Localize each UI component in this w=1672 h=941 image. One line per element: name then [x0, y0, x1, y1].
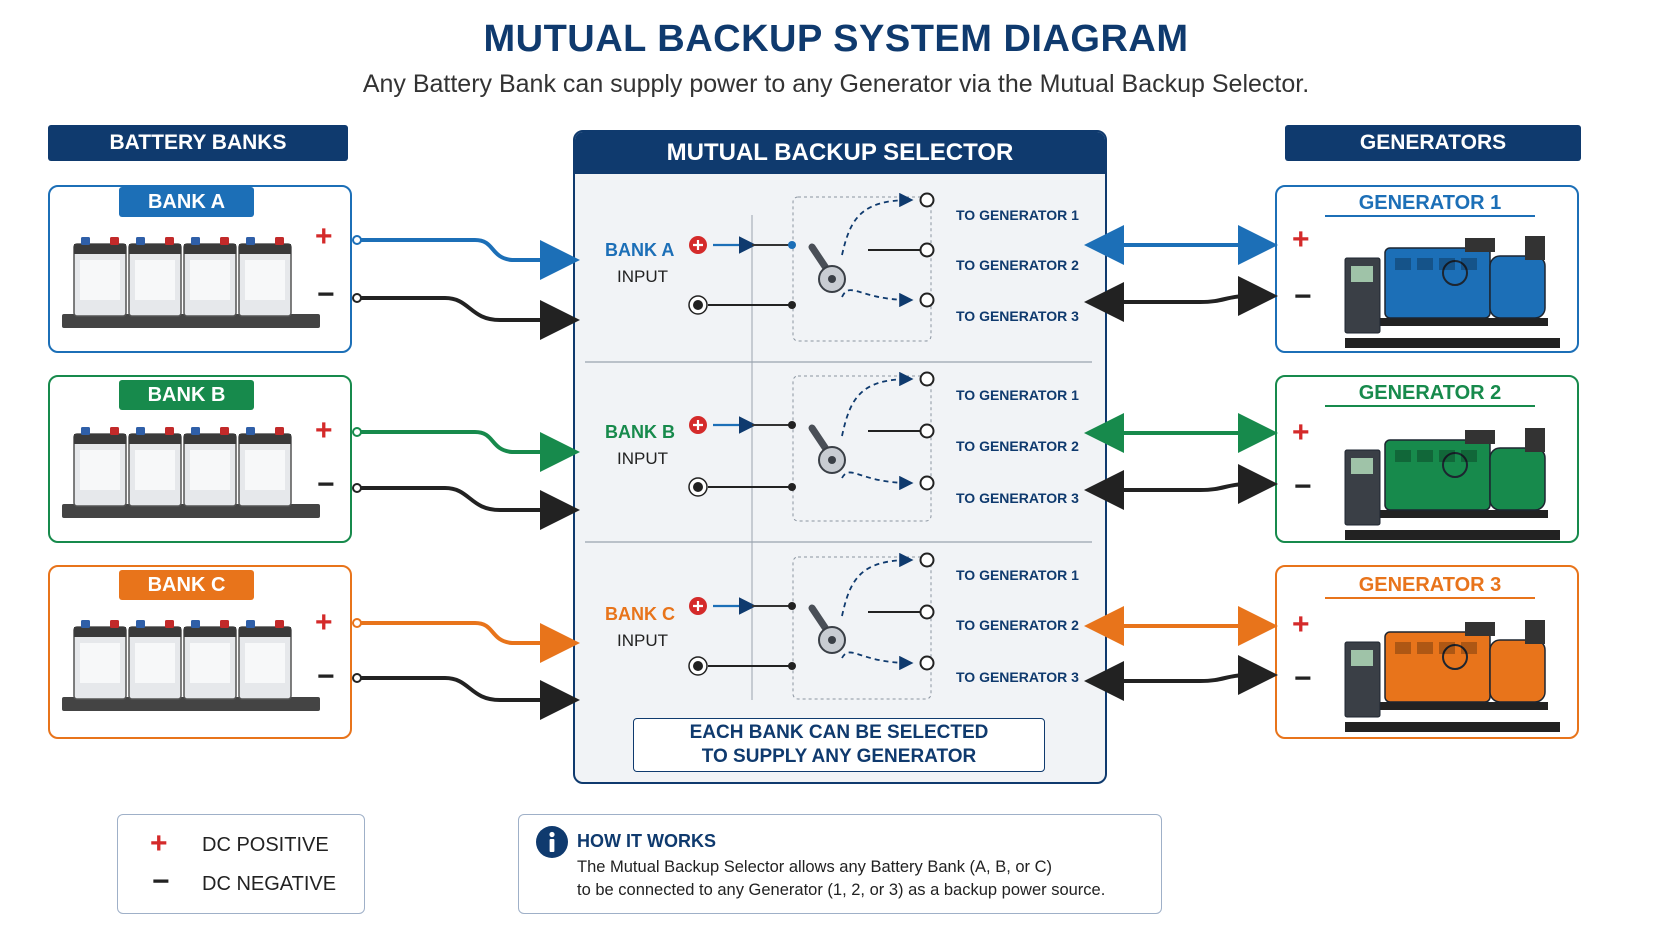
bank-c-negative-sign: − — [317, 660, 335, 693]
row-c-terminal-2 — [919, 604, 935, 620]
bank-a-positive-sign: + — [315, 220, 333, 253]
bank-b-battery-icon — [62, 427, 320, 518]
page-title: MUTUAL BACKUP SYSTEM DIAGRAM — [483, 18, 1189, 60]
row-b-terminal-3 — [919, 475, 935, 491]
row-c-terminal-1 — [919, 552, 935, 568]
legend: + DC POSITIVE − DC NEGATIVE — [117, 814, 365, 914]
legend-positive-label: DC POSITIVE — [202, 834, 329, 856]
generator-1-negative-wire — [1084, 276, 1278, 322]
bank-b-positive-sign: + — [315, 414, 333, 447]
row-c-output-2: TO GENERATOR 2 — [956, 617, 1079, 633]
legend-negative-icon: − — [152, 865, 170, 898]
bank-c-negative-wire — [355, 676, 580, 720]
row-a-output-2: TO GENERATOR 2 — [956, 257, 1079, 273]
bank-c-positive-wire — [355, 621, 580, 663]
generator-1-positive-sign: + — [1292, 223, 1310, 256]
selector-row-c-input: INPUT — [617, 631, 668, 650]
info-icon — [536, 826, 568, 858]
selector-note-line-1: EACH BANK CAN BE SELECTED — [689, 722, 989, 743]
bank-a-positive-wire — [355, 238, 580, 280]
selector-row-b-input: INPUT — [617, 449, 668, 468]
generator-2-negative-sign: − — [1294, 470, 1312, 503]
bank-a-negative-wire — [355, 296, 580, 340]
selector-row-a-bank: BANK A — [605, 240, 675, 260]
generator-1-negative-sign: − — [1294, 280, 1312, 313]
generators-header: GENERATORS — [1285, 125, 1581, 161]
row-b-terminal-2 — [919, 423, 935, 439]
how-it-works-line-2: to be connected to any Generator (1, 2, … — [577, 881, 1106, 899]
row-a-terminal-3 — [919, 292, 935, 308]
bank-b-negative-wire — [355, 486, 580, 530]
bank-c-battery-icon — [62, 620, 320, 711]
row-b-terminal-1 — [919, 371, 935, 387]
selector-row-b-bank: BANK B — [605, 422, 675, 442]
row-c-output-1: TO GENERATOR 1 — [956, 567, 1079, 583]
generator-2-negative-wire — [1084, 464, 1278, 510]
selector-header: MUTUAL BACKUP SELECTOR — [575, 132, 1105, 174]
bank-c-label: BANK C — [119, 570, 254, 600]
generator-2-icon — [1344, 428, 1560, 540]
generator-1-icon — [1344, 236, 1560, 348]
legend-positive-icon: + — [150, 827, 168, 860]
generator-3-negative-wire — [1084, 655, 1278, 701]
page-subtitle: Any Battery Bank can supply power to any… — [362, 70, 1310, 98]
row-a-switch — [688, 192, 935, 342]
generator-3-positive-sign: + — [1292, 608, 1310, 641]
how-it-works-box: HOW IT WORKS The Mutual Backup Selector … — [518, 814, 1162, 914]
bank-b-positive-wire — [355, 430, 580, 472]
bank-b-negative-sign: − — [317, 468, 335, 501]
bank-c-positive-sign: + — [315, 606, 333, 639]
row-c-switch — [688, 552, 935, 700]
selector-row-a-input: INPUT — [617, 267, 668, 286]
bank-a-negative-sign: − — [317, 278, 335, 311]
battery-banks-header: BATTERY BANKS — [48, 125, 348, 161]
selector-note-line-2: TO SUPPLY ANY GENERATOR — [701, 746, 977, 767]
selector-row-c-bank: BANK C — [605, 604, 675, 624]
bank-a-label: BANK A — [119, 187, 254, 217]
row-a-output-3: TO GENERATOR 3 — [956, 308, 1079, 324]
how-it-works-title: HOW IT WORKS — [577, 831, 716, 851]
selector-note: EACH BANK CAN BE SELECTED TO SUPPLY ANY … — [633, 718, 1045, 772]
generator-3-icon — [1344, 620, 1560, 732]
row-b-output-2: TO GENERATOR 2 — [956, 438, 1079, 454]
row-b-output-3: TO GENERATOR 3 — [956, 490, 1079, 506]
legend-negative-label: DC NEGATIVE — [202, 873, 337, 895]
row-a-terminal-1 — [919, 192, 935, 208]
row-a-output-1: TO GENERATOR 1 — [956, 207, 1079, 223]
generator-3-label: GENERATOR 3 — [1325, 574, 1535, 599]
row-a-terminal-2 — [919, 242, 935, 258]
generator-1-label: GENERATOR 1 — [1325, 192, 1535, 217]
row-c-terminal-3 — [919, 655, 935, 671]
row-b-switch — [688, 371, 935, 522]
generator-3-negative-sign: − — [1294, 662, 1312, 695]
row-c-output-3: TO GENERATOR 3 — [956, 669, 1079, 685]
row-b-output-1: TO GENERATOR 1 — [956, 387, 1079, 403]
how-it-works-line-1: The Mutual Backup Selector allows any Ba… — [577, 858, 1053, 876]
generator-2-positive-sign: + — [1292, 416, 1310, 449]
generator-2-label: GENERATOR 2 — [1325, 382, 1535, 407]
bank-a-battery-icon — [62, 237, 320, 328]
bank-b-label: BANK B — [119, 380, 254, 410]
